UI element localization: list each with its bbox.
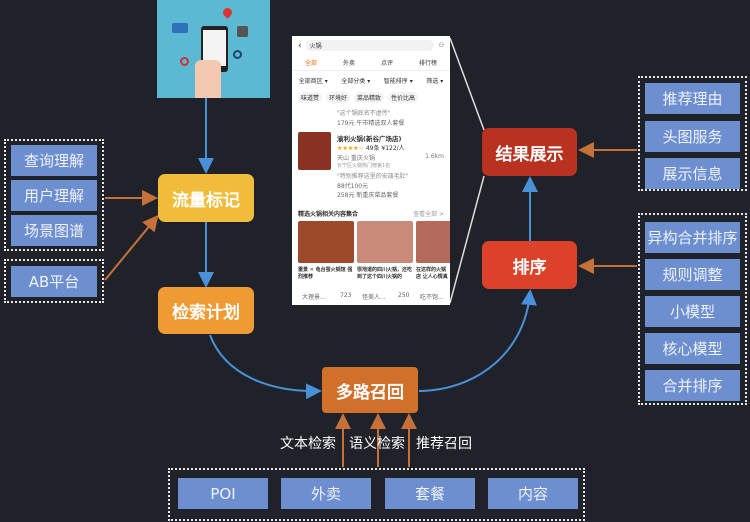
small-model-box: 小模型 (645, 296, 740, 327)
recommend-recall-label: 推荐召回 (416, 436, 472, 452)
scene-graph-box: 场景图谱 (11, 215, 97, 246)
query-understanding-box: 查询理解 (11, 145, 97, 176)
filter-area[interactable]: 全部商区 ▾ (298, 78, 328, 85)
content-box: 内容 (488, 478, 578, 509)
distance-text: 1.6km (425, 153, 444, 160)
heterogeneous-merge-ranking-box: 异构合并排序 (645, 222, 740, 253)
ab-platform-box: AB平台 (11, 266, 97, 297)
multi-recall-node: 多路召回 (322, 367, 418, 413)
recommend-reason-box: 推荐理由 (645, 83, 740, 114)
deal-text-2: 88代100元 (337, 183, 369, 190)
chip-taste[interactable]: 味道赞 (298, 92, 323, 103)
core-model-box: 核心模型 (645, 333, 740, 364)
area-text: 天山 重庆火锅 (337, 155, 375, 162)
card-title-3[interactable]: 在这样的火锅店 让人心情真的 (416, 267, 448, 280)
chat-icon (172, 23, 188, 33)
tab-all[interactable]: 全部 (304, 60, 317, 67)
search-icon (233, 50, 242, 59)
chip-environment[interactable]: 环境好 (326, 92, 351, 103)
card-image-2 (357, 221, 413, 263)
takeout-box: 外卖 (281, 478, 371, 509)
ranking-models-group (638, 213, 747, 405)
filter-category[interactable]: 全部分类 ▾ (341, 78, 371, 85)
quote-text: "这个锅底名不虚传" (337, 110, 391, 117)
location-pin-icon (221, 6, 234, 19)
ranking-node: 排序 (482, 241, 577, 289)
card-image-1 (298, 221, 354, 263)
filter-sort[interactable]: 智能排序 ▾ (383, 78, 413, 85)
filter-more[interactable]: 筛选 ▾ (426, 78, 444, 85)
deal-text: 179元 午市精选双人套餐 (337, 120, 405, 127)
mobile-search-illustration (157, 0, 270, 98)
card-likes-1: 723 (340, 292, 352, 299)
rule-adjustment-box: 规则调整 (645, 259, 740, 290)
see-all-link[interactable]: 查看全部 > (413, 211, 444, 218)
card-author-3: 吃不饱... (420, 294, 444, 301)
data-source-group (168, 468, 585, 521)
rank-badge: 长宁区火锅热门榜第1名 (337, 163, 391, 169)
alert-icon (180, 57, 189, 66)
poi-box: POI (178, 478, 268, 509)
rating-row: ★★★★☆ 49条 ¥122/人 (337, 145, 405, 152)
semantic-retrieval-label: 语义检索 (349, 436, 405, 452)
card-title-2[interactable]: 很地道的四川火锅，还吃到了这个四川火锅的 (357, 267, 413, 280)
arrow-recall-to-ranking (418, 289, 537, 392)
text-retrieval-label: 文本检索 (280, 436, 336, 452)
tab-takeout[interactable]: 外卖 (342, 60, 355, 67)
set-meal-box: 套餐 (385, 478, 475, 509)
deal-text-3: 258元 新重庆菜品套餐 (337, 192, 399, 199)
chip-value[interactable]: 性价比高 (388, 92, 419, 103)
arrow-plan-to-recall (209, 334, 322, 400)
back-icon[interactable]: ‹ (298, 40, 302, 51)
callout-line-bottom (449, 175, 485, 304)
query-understanding-group (4, 139, 104, 251)
ab-platform-group (4, 259, 104, 303)
shop-thumbnail (298, 132, 331, 170)
user-understanding-box: 用户理解 (11, 180, 97, 211)
card-image-3 (416, 221, 450, 263)
arrow-ab-to-traffic (104, 214, 159, 281)
search-input[interactable]: 火锅 (305, 40, 434, 51)
display-info-box: 展示信息 (645, 158, 740, 189)
quote-text-2: "特别推荐这里的安瓿毛肚" (337, 173, 409, 180)
traffic-mark-node: 流量标记 (158, 174, 254, 222)
callout-line-top (449, 37, 485, 131)
head-image-service-box: 头图服务 (645, 121, 740, 152)
card-author-2: 怪美人... (362, 294, 386, 301)
card-title-1[interactable]: 重景 ✕ 龟台蚕火锅馆 强烈推荐 (298, 267, 353, 280)
tab-review[interactable]: 点评 (380, 60, 393, 67)
section-title: 精选火锅相关内容集合 (298, 211, 359, 218)
retrieval-plan-node: 检索计划 (158, 287, 254, 334)
lock-icon (237, 26, 248, 37)
chip-dishes[interactable]: 菜品精致 (354, 92, 385, 103)
search-result-screenshot: ‹ 火锅 ⚇ 全部 外卖 点评 排行榜 全部商区 ▾ 全部分类 ▾ 智能排序 ▾… (292, 36, 450, 305)
merge-ranking-box: 合并排序 (645, 370, 740, 401)
result-display-node: 结果展示 (482, 128, 577, 176)
card-likes-2: 250 (398, 292, 410, 299)
tab-ranking[interactable]: 排行榜 (418, 60, 437, 67)
card-author-1: 大理景... (302, 294, 326, 301)
hand-icon (195, 60, 221, 98)
display-services-group (638, 76, 747, 191)
user-icon[interactable]: ⚇ (438, 42, 444, 49)
shop-name[interactable]: 渝利火锅(新谷广场店) (337, 135, 402, 143)
